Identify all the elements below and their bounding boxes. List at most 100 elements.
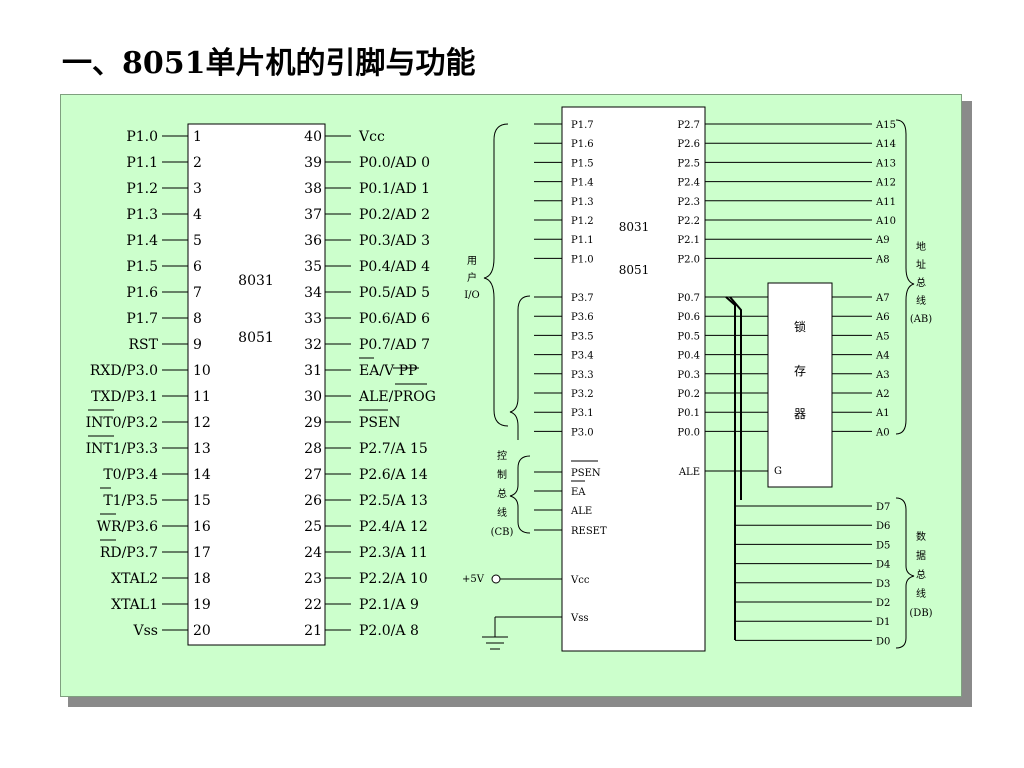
block-left-label: P1.6: [571, 139, 594, 150]
block-left-label: EA: [571, 487, 586, 498]
block-left-label: P3.7: [571, 293, 594, 304]
pinout-left-label: T0/P3.4: [103, 467, 158, 483]
pinout-right-label: P2.3/A 11: [359, 545, 428, 561]
user-io-label: 户: [467, 271, 477, 284]
addr-high-label: A9: [875, 235, 890, 246]
addr-high-label: A11: [875, 197, 896, 208]
addr-low-label: A4: [875, 351, 890, 362]
addr-low-label: A7: [875, 293, 890, 304]
block-p2-label: P2.2: [677, 216, 700, 227]
pinout-left-label: P1.4: [126, 233, 158, 249]
addr-high-label: A14: [875, 139, 896, 150]
pinout-left-label: RD/P3.7: [100, 545, 158, 561]
block-left-label: P3.1: [571, 408, 594, 419]
pinout-left-number: 18: [193, 571, 211, 587]
block-p0-label: P0.2: [677, 389, 700, 400]
pinout-right-number: 35: [304, 259, 322, 275]
pinout-right-label: P2.1/A 9: [359, 597, 419, 613]
block-p2-label: P2.3: [677, 197, 700, 208]
block-vss-label: Vss: [570, 613, 589, 624]
latch-g-label: G: [774, 466, 782, 477]
addr-low-label: A1: [875, 408, 890, 419]
block-left-label: P1.4: [571, 178, 594, 189]
pinout-right-number: 28: [304, 441, 322, 457]
addr-high-label: A10: [875, 216, 896, 227]
pinout-right-label: P0.7/AD 7: [359, 337, 430, 353]
pinout-left-label: P1.2: [126, 181, 158, 197]
pinout-right-label: P2.4/A 12: [359, 519, 428, 535]
pinout-left-number: 13: [193, 441, 211, 457]
addr-high-label: A15: [875, 120, 896, 131]
cb-label: 线: [497, 506, 507, 519]
block-ale-label: ALE: [678, 467, 700, 478]
pinout-left-number: 3: [193, 181, 202, 197]
data-line-label: D3: [876, 579, 890, 590]
cb-label: 制: [497, 468, 507, 481]
block-chip-name-2: 8051: [619, 263, 650, 277]
block-p0-label: P0.6: [677, 312, 700, 323]
block-p2-label: P2.1: [677, 235, 700, 246]
pinout-right-label: P2.6/A 14: [359, 467, 428, 483]
pinout-right-number: 30: [304, 389, 322, 405]
pinout-right-label: P0.1/AD 1: [359, 181, 430, 197]
pinout-left-number: 17: [193, 545, 211, 561]
pinout-right-label: P0.6/AD 6: [359, 311, 430, 327]
ab-label: (AB): [910, 314, 932, 325]
data-line-label: D6: [876, 521, 890, 532]
latch-body: [767, 282, 833, 488]
pinout-right-number: 21: [304, 623, 322, 639]
user-io-label: 用: [467, 256, 477, 267]
pinout-right-number: 25: [304, 519, 322, 535]
addr-high-label: A13: [875, 158, 896, 169]
pinout-left-number: 6: [193, 259, 202, 275]
data-bus-trunk-2: [729, 296, 742, 500]
ab-label: 地: [916, 240, 926, 253]
data-line-label: D1: [876, 617, 890, 628]
pinout-right-number: 27: [304, 467, 322, 483]
pinout-right-number: 34: [304, 285, 322, 301]
pinout-left-label: RXD/P3.0: [90, 363, 158, 379]
block-p2-label: P2.0: [677, 254, 700, 265]
p3-bracket: [509, 295, 531, 440]
block-p2-label: P2.4: [677, 178, 700, 189]
pinout-right-number: 38: [304, 181, 322, 197]
block-chip-name-1: 8031: [619, 220, 650, 234]
pinout-left-label: XTAL2: [111, 571, 158, 587]
pinout-left-label: P1.5: [126, 259, 158, 275]
block-left-label: P3.5: [571, 331, 594, 342]
pinout-right-number: 39: [304, 155, 322, 171]
pinout-left-label: Vss: [133, 623, 158, 639]
block-left-label: P1.0: [571, 254, 594, 265]
user-io-label: I/O: [464, 290, 480, 301]
pinout-right-number: 31: [304, 363, 322, 379]
block-vcc-label: Vcc: [570, 575, 590, 586]
pinout-right-number: 23: [304, 571, 322, 587]
pinout-right-number: 32: [304, 337, 322, 353]
pinout-right-label: P0.4/AD 4: [359, 259, 430, 275]
block-left-label: RESET: [571, 526, 607, 537]
block-p2-label: P2.5: [677, 158, 700, 169]
pinout-left-label: XTAL1: [111, 597, 158, 613]
cb-label: (CB): [491, 527, 514, 538]
block-left-label: P1.2: [571, 216, 594, 227]
latch-label-3: 器: [794, 407, 806, 421]
pinout-left-label: P1.7: [126, 311, 158, 327]
pinout-left-label: P1.1: [126, 155, 158, 171]
ab-label: 址: [916, 258, 926, 271]
block-p0-label: P0.3: [677, 370, 700, 381]
block-p2-label: P2.7: [677, 120, 700, 131]
data-bus-trunk-1: [725, 296, 736, 640]
pinout-left-number: 10: [193, 363, 211, 379]
db-label: 据: [916, 549, 926, 562]
addr-low-label: A3: [875, 370, 890, 381]
block-p2-label: P2.6: [677, 139, 700, 150]
block-p0-label: P0.1: [677, 408, 700, 419]
cb-label: 控: [497, 449, 507, 462]
addr-low-label: A0: [875, 427, 890, 438]
data-line-label: D5: [876, 540, 890, 551]
pinout-right-label: P2.5/A 13: [359, 493, 428, 509]
bus-labels: A15A14A13A12A11A10A9A8A7A6A5A4A3A2A1A0D7…: [464, 120, 932, 647]
pinout-right-label: Vcc: [358, 129, 385, 145]
page-title: 一、8051单片机的引脚与功能: [62, 46, 476, 81]
